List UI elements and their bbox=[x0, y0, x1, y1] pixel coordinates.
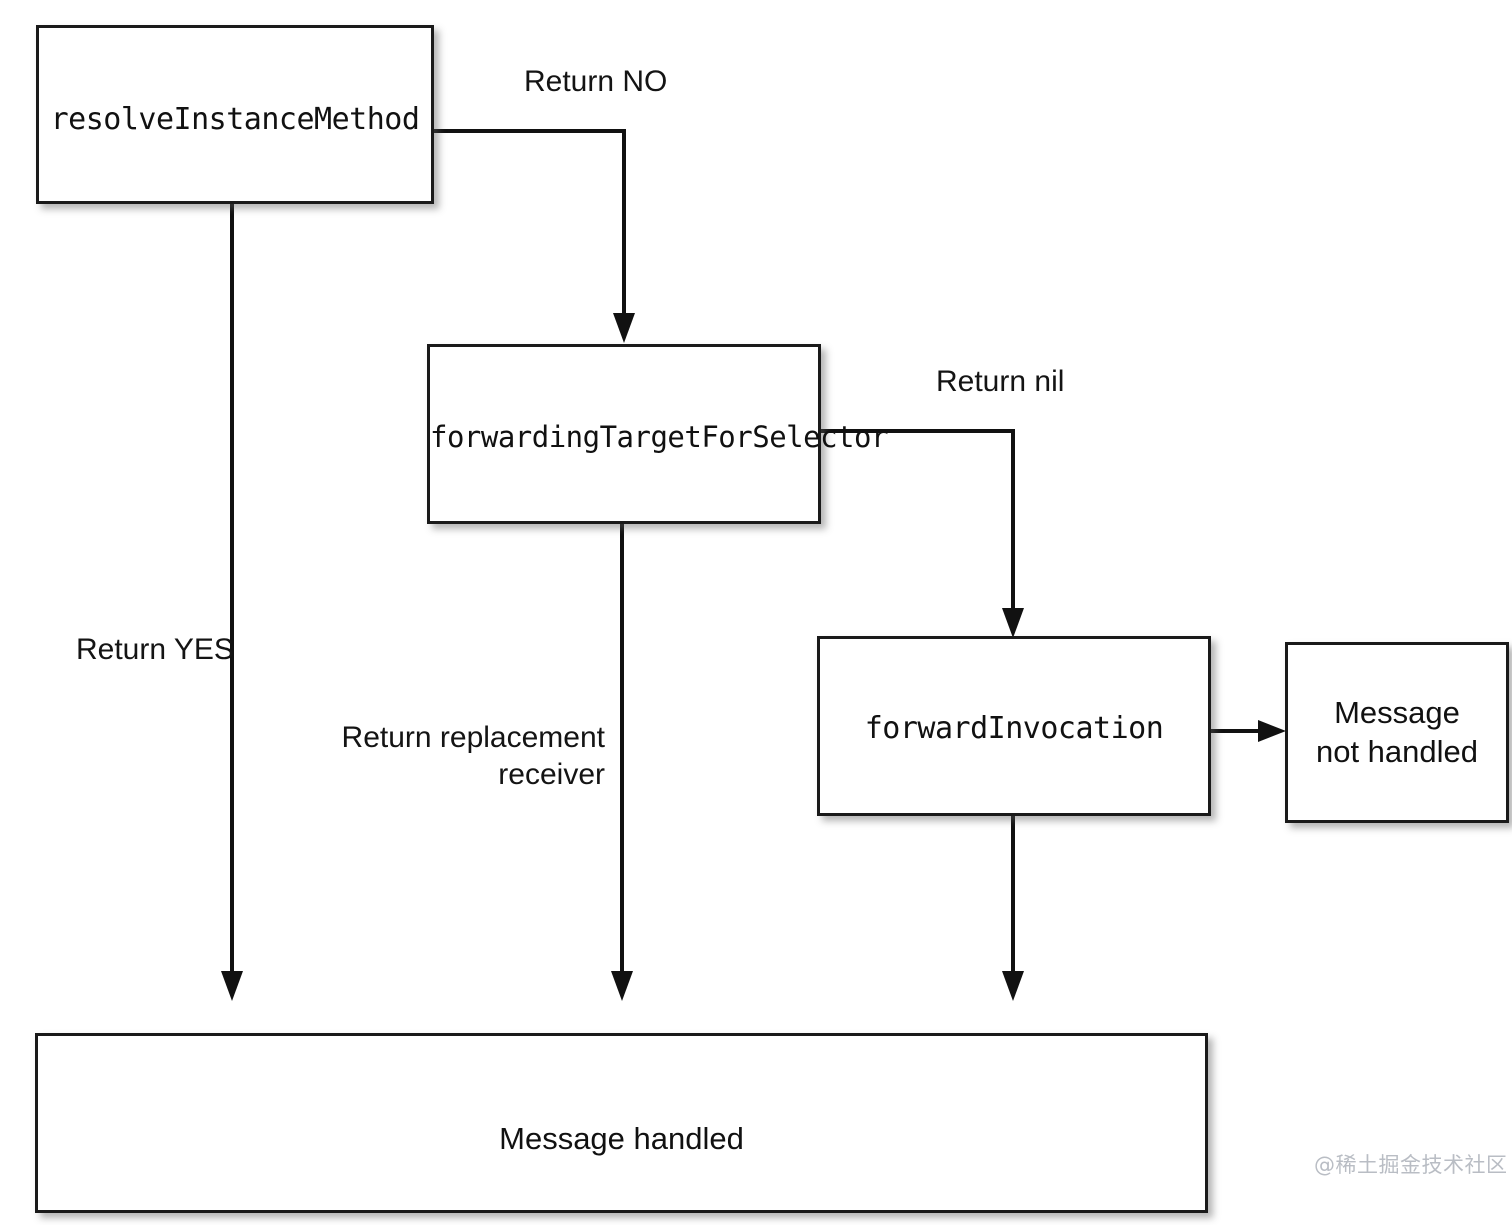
node-message-handled-label: Message handled bbox=[499, 1121, 744, 1157]
node-resolve-instance-method[interactable]: resolveInstanceMethod bbox=[36, 25, 434, 204]
edge-return-no-vertical bbox=[622, 129, 626, 315]
edge-return-yes-arrowhead bbox=[221, 971, 243, 1001]
edge-return-nil-horizontal bbox=[818, 429, 1015, 433]
edge-return-nil-arrowhead bbox=[1002, 608, 1024, 638]
edge-return-no-horizontal bbox=[430, 129, 626, 133]
edge-forwardinvocation-to-nothandled-horizontal bbox=[1208, 729, 1262, 733]
edge-return-replacement-arrowhead bbox=[611, 971, 633, 1001]
node-forwarding-target-for-selector-label: forwardingTargetForSelector bbox=[430, 420, 888, 455]
watermark: @稀土掘金技术社区 bbox=[1314, 1153, 1508, 1177]
node-forward-invocation-label: forwardInvocation bbox=[864, 710, 1164, 746]
edge-label-return-replacement-receiver: Return replacement receiver bbox=[341, 721, 605, 791]
node-forward-invocation[interactable]: forwardInvocation bbox=[817, 636, 1211, 816]
node-forwarding-target-for-selector[interactable]: forwardingTargetForSelector bbox=[427, 344, 888, 524]
edge-return-replacement-vertical bbox=[620, 522, 624, 973]
node-message-not-handled[interactable]: Message not handled bbox=[1285, 642, 1509, 823]
node-message-not-handled-label: Message not handled bbox=[1315, 694, 1479, 769]
edge-forwardinvocation-to-nothandled-arrowhead bbox=[1258, 720, 1286, 742]
edge-label-return-nil: Return nil bbox=[936, 365, 1065, 398]
edge-return-yes-vertical bbox=[230, 203, 234, 973]
edge-label-return-yes: Return YES bbox=[76, 633, 234, 666]
node-resolve-instance-method-label: resolveInstanceMethod bbox=[50, 102, 420, 138]
edge-label-return-no: Return NO bbox=[524, 65, 668, 98]
edge-return-no-arrowhead bbox=[613, 313, 635, 343]
edge-forwardinvocation-to-handled-arrowhead bbox=[1002, 971, 1024, 1001]
node-message-handled[interactable]: Message handled bbox=[35, 1033, 1208, 1213]
edge-forwardinvocation-to-handled-vertical bbox=[1011, 814, 1015, 973]
edge-return-nil-vertical bbox=[1011, 429, 1015, 610]
